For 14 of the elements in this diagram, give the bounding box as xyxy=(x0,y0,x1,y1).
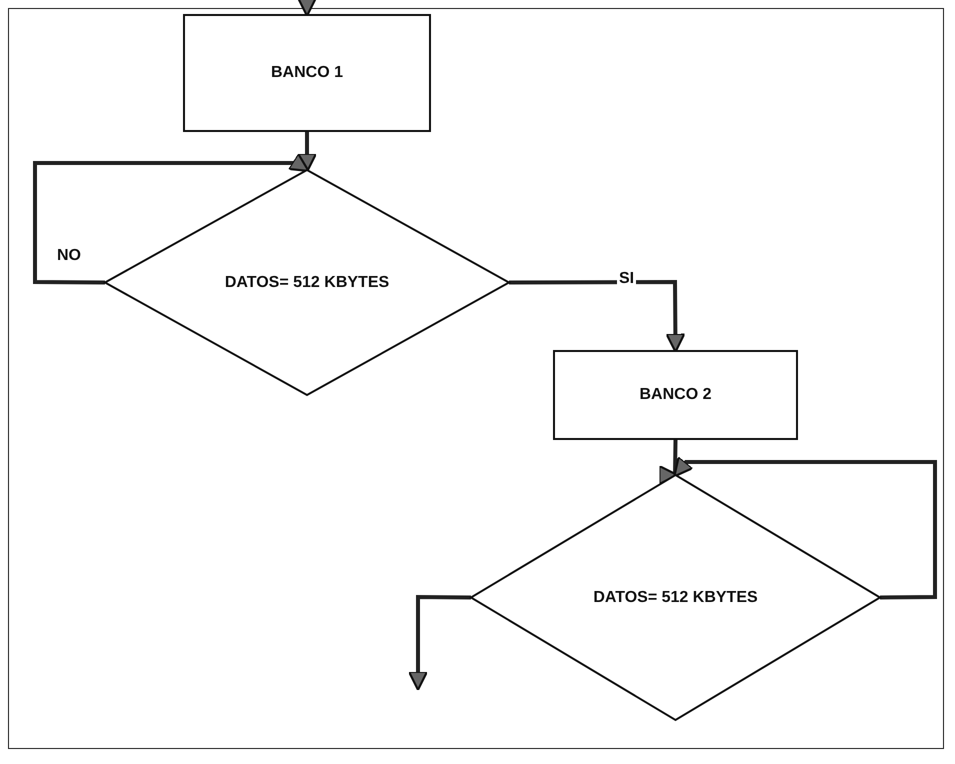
arrow xyxy=(33,152,310,284)
process-box xyxy=(553,350,798,440)
arrow xyxy=(658,440,678,486)
node-label: DATOS= 512 KBYTES xyxy=(224,274,390,292)
node-label: BANCO 1 xyxy=(270,64,343,82)
node-label: BANCO 2 xyxy=(639,386,712,404)
decision-diamond xyxy=(105,170,509,395)
arrow xyxy=(408,594,472,691)
arrow xyxy=(296,0,318,17)
process-box xyxy=(183,14,431,132)
arrow xyxy=(673,456,937,600)
decision-diamond xyxy=(471,475,880,720)
arrow xyxy=(509,280,686,353)
node-label: DATOS= 512 KBYTES xyxy=(593,588,758,606)
